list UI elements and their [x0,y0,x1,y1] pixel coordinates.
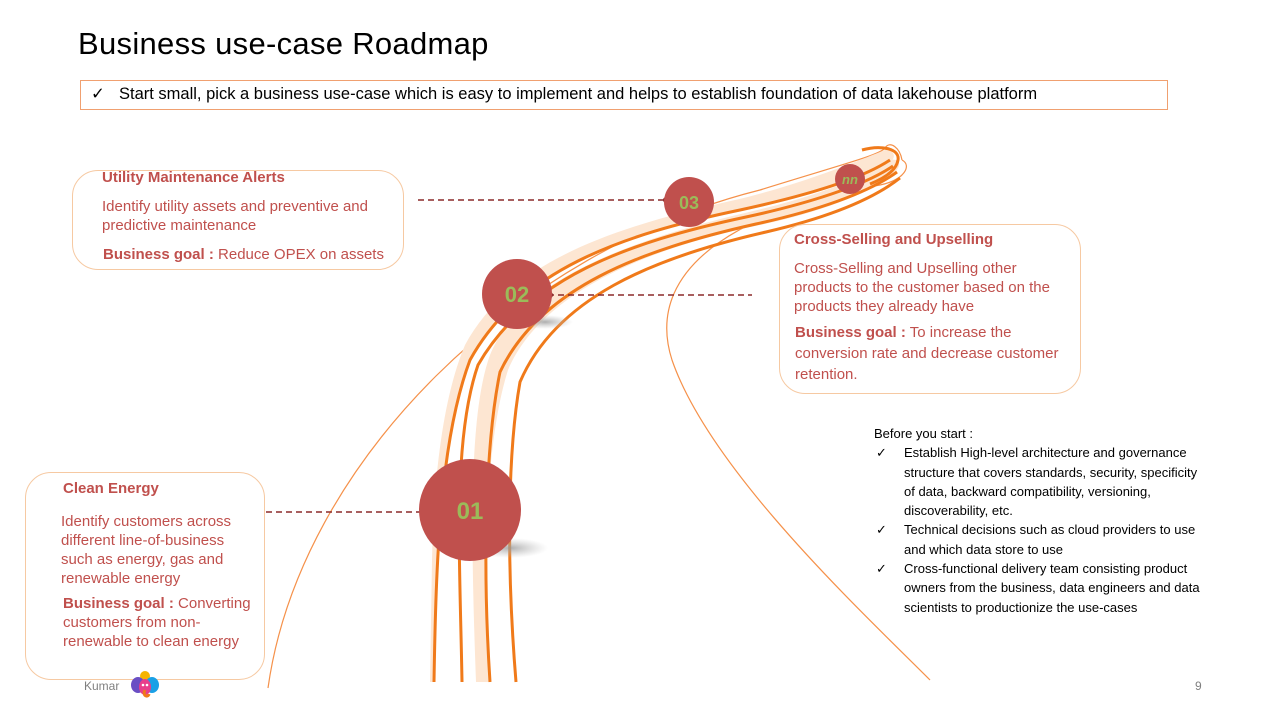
clean-energy-goal-label: Business goal : [63,595,174,612]
cross-selling-card-goal: Business goal : To increase the conversi… [795,322,1075,385]
list-item: ✓ Technical decisions such as cloud provi… [874,520,1204,559]
milestone-nn-label: nn [842,172,858,187]
utility-card [72,170,404,270]
milestone-01-circle [419,459,521,561]
check-icon: ✓ [91,85,105,103]
banner-text: Start small, pick a business use-case wh… [119,85,1038,103]
check-icon: ✓ [876,561,887,577]
check-icon: ✓ [876,445,887,461]
cross-selling-card-title: Cross-Selling and Upselling [794,231,994,248]
milestone-03-circle [664,177,714,227]
list-item-text: Cross-functional delivery team consistin… [904,561,1200,615]
cross-selling-goal-label: Business goal : [795,324,906,341]
list-item: ✓ Establish High-level architecture and g… [874,443,1204,520]
cross-selling-card-description: Cross-Selling and Upselling other produc… [794,260,1050,315]
road-horizon-curve [861,146,900,186]
utility-card-description: Identify utility assets and preventive a… [102,198,368,234]
check-icon: ✓ [876,522,887,538]
cross-selling-goal-text: To increase the conversion rate and decr… [795,324,1059,383]
page-title: Business use-case Roadmap [78,26,489,61]
before-you-start: Before you start : ✓ Establish High-level… [874,424,1204,617]
before-you-start-list: ✓ Establish High-level architecture and g… [874,443,1204,617]
page-number: 9 [1195,679,1202,693]
milestone-02-circle [482,259,552,329]
list-item: ✓ Cross-functional delivery team consisti… [874,559,1204,617]
clean-energy-card-description: Identify customers across different line… [61,513,232,587]
milestone-02-label: 02 [505,282,529,307]
clean-energy-card-title: Clean Energy [63,480,159,497]
clean-energy-goal-text: Converting customers from non-renewable … [63,595,251,650]
before-you-start-heading: Before you start : [874,426,973,441]
ganesha-logo-icon [131,671,159,698]
list-item-text: Technical decisions such as cloud provid… [904,522,1196,557]
list-item-text: Establish High-level architecture and go… [904,445,1198,519]
utility-card-goal: Business goal : Reduce OPEX on assets [103,245,399,264]
clean-energy-card-goal: Business goal : Converting customers fro… [63,594,259,651]
road-outer-edge-right [666,159,931,681]
footer-author: Kumar [84,679,120,693]
milestone-01-label: 01 [457,498,484,525]
milestone-nn-circle [835,164,865,194]
utility-goal-label: Business goal : [103,246,214,263]
utility-goal-text: Reduce OPEX on assets [213,246,384,263]
utility-card-title: Utility Maintenance Alerts [102,169,285,186]
milestone-03-label: 03 [679,193,699,213]
intro-banner: ✓ Start small, pick a business use-case w… [80,80,1168,110]
cross-selling-card [779,224,1081,394]
road-band-right [472,159,900,682]
